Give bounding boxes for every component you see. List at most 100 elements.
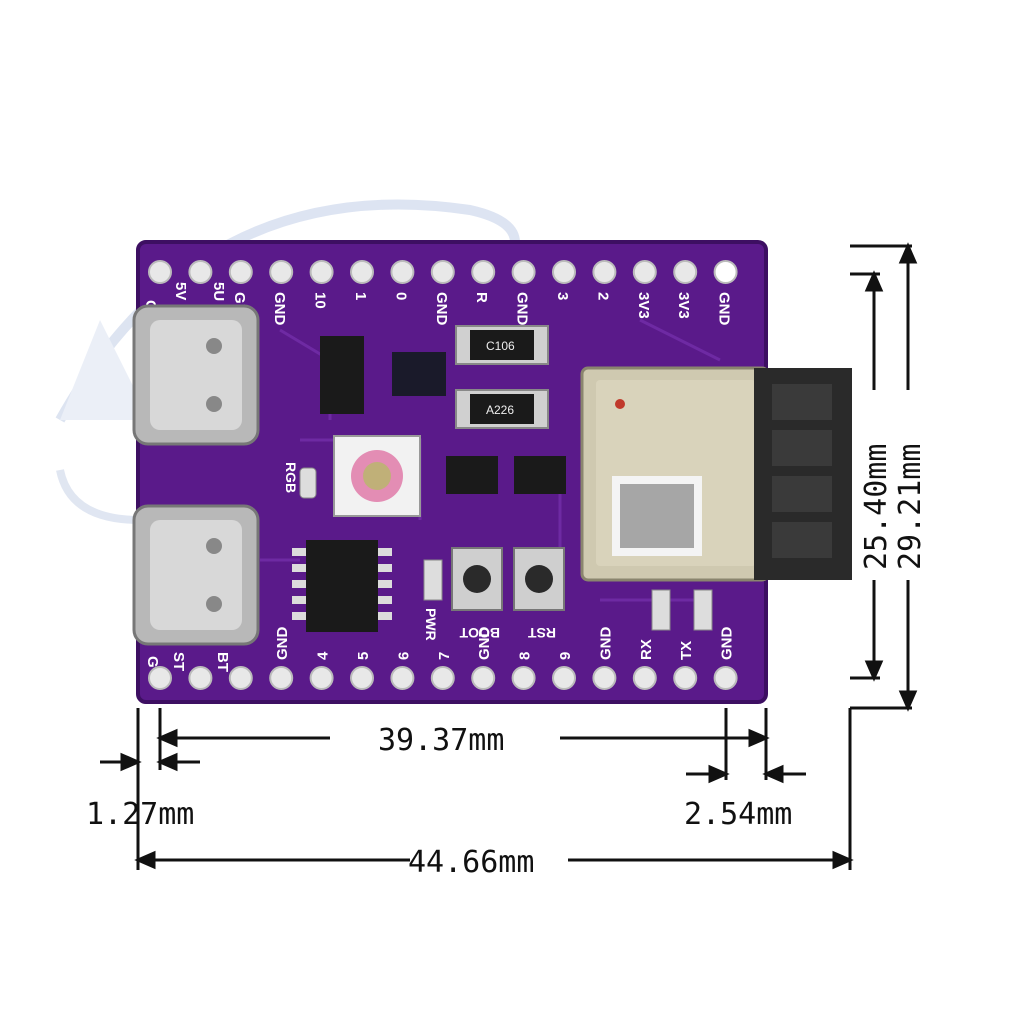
bottom-pin-label: 8: [517, 652, 534, 660]
top-pin-pad: [511, 260, 536, 284]
bottom-pin-pad: [511, 666, 536, 690]
top-pin-label: 3V3: [675, 292, 692, 319]
dim-width-inner: 39.37mm: [378, 723, 504, 758]
bottom-pin-label: GND: [719, 627, 736, 661]
bottom-pin-label: 6: [395, 652, 412, 660]
esp-module: [580, 366, 770, 582]
dim-width-total: 44.66mm: [408, 845, 534, 880]
chip-leg: [378, 612, 392, 620]
top-pin-label: 0: [392, 292, 409, 300]
cap1-marking: C106: [486, 339, 515, 353]
top-pin-label: 3V3: [635, 292, 652, 319]
boot-label: BOOT: [459, 625, 500, 641]
usb-c-connector-bottom: [132, 504, 260, 646]
side-header-pins: [772, 384, 832, 558]
bottom-pin-label: TX: [678, 641, 695, 660]
top-pin-pad: [350, 260, 374, 284]
bottom-pin-pad: [269, 666, 294, 690]
top-pin-pad: [592, 260, 617, 284]
top-pin-pad: [673, 260, 698, 284]
top-pin-pad: [228, 260, 253, 284]
transistor-array: [320, 336, 566, 494]
dim-right-offset: 2.54mm: [684, 797, 792, 832]
bottom-pin-label: GND: [597, 627, 614, 661]
usb-c-connector-top: [132, 304, 260, 446]
bottom-pin-labels: GND 4 5 6 7 GND 8 9 GND RX TX GND: [274, 627, 735, 661]
rgb-resistor: [299, 467, 317, 499]
chip-leg: [292, 564, 306, 572]
chip-leg: [378, 564, 392, 572]
top-pin-label: GND: [271, 292, 288, 326]
top-pin-label: 10: [312, 292, 329, 309]
bottom-left-label-bt: BT: [214, 652, 231, 672]
top-pin-pad: [269, 260, 294, 284]
rgb-label: RGB: [283, 462, 299, 493]
dimension-lines: [100, 242, 918, 870]
top-pin-pad: [188, 260, 213, 284]
capacitor-a226: A226: [455, 389, 549, 429]
usb-serial-chip: [292, 540, 392, 632]
bottom-pin-pad: [390, 666, 415, 690]
bottom-pin-label: 4: [315, 651, 332, 660]
top-pin-pad: [552, 260, 576, 284]
top-pin-label: GND: [514, 292, 531, 326]
bottom-pin-pad: [228, 666, 253, 690]
boot-button[interactable]: [451, 547, 503, 611]
bottom-left-label-st: ST: [170, 652, 187, 671]
top-pin-label: 1: [352, 292, 369, 300]
top-pin-pad: [632, 260, 657, 284]
dim-height-total: 29.21mm: [893, 444, 928, 570]
chip-leg: [378, 596, 392, 604]
cap2-marking: A226: [486, 403, 514, 417]
chip-leg: [292, 612, 306, 620]
rst-label: RST: [528, 625, 556, 641]
top-pin-pad: [430, 260, 455, 284]
bottom-pin-pad: [592, 666, 617, 690]
top-pin-label: R: [473, 292, 490, 303]
bottom-header-pads: [148, 666, 738, 690]
bottom-pin-pad: [632, 666, 657, 690]
top-left-label-5u: 5U: [210, 282, 227, 301]
top-pin-pad: [148, 260, 172, 284]
bottom-left-label-g: G: [144, 656, 161, 668]
bottom-pin-pad: [430, 666, 455, 690]
bottom-pin-label: GND: [476, 627, 493, 661]
bottom-pin-pad: [188, 666, 213, 690]
top-pin-label: 3: [554, 292, 571, 300]
rx-led: [651, 589, 671, 631]
rgb-led: [333, 435, 421, 517]
tx-led: [693, 589, 713, 631]
top-pin-pad: [309, 260, 334, 284]
bottom-pin-label: 9: [557, 652, 574, 660]
bottom-pin-pad: [552, 666, 576, 690]
chip-leg: [378, 580, 392, 588]
bottom-pin-label: 7: [436, 652, 453, 660]
bottom-left-labels: G ST BT: [144, 652, 231, 672]
chip-leg: [378, 548, 392, 556]
top-pin-label: 2: [594, 292, 611, 300]
top-pin-pad: [390, 260, 415, 284]
rst-button[interactable]: [513, 547, 565, 611]
top-left-label-5v: 5V: [172, 282, 189, 300]
top-pin-label: GND: [433, 292, 450, 326]
bottom-pin-pad: [673, 666, 698, 690]
bottom-pin-pad: [350, 666, 374, 690]
bottom-pin-label: GND: [274, 627, 291, 661]
top-pin-pad: [471, 260, 496, 284]
top-header-pads: [148, 260, 738, 284]
bottom-pin-label: 5: [355, 652, 372, 660]
bottom-pin-pad: [309, 666, 334, 690]
dim-height-inner: 25.40mm: [859, 444, 894, 570]
capacitor-c106: C106: [455, 325, 549, 365]
chip-leg: [292, 548, 306, 556]
top-pin-pad: [713, 260, 738, 284]
top-pin-label: GND: [716, 292, 733, 326]
chip-leg: [292, 580, 306, 588]
pwr-label: PWR: [423, 608, 439, 641]
dim-left-offset: 1.27mm: [86, 797, 194, 832]
chip-leg: [292, 596, 306, 604]
bottom-pin-label: RX: [638, 639, 655, 660]
bottom-pin-pad: [148, 666, 172, 690]
bottom-pin-pad: [713, 666, 738, 690]
